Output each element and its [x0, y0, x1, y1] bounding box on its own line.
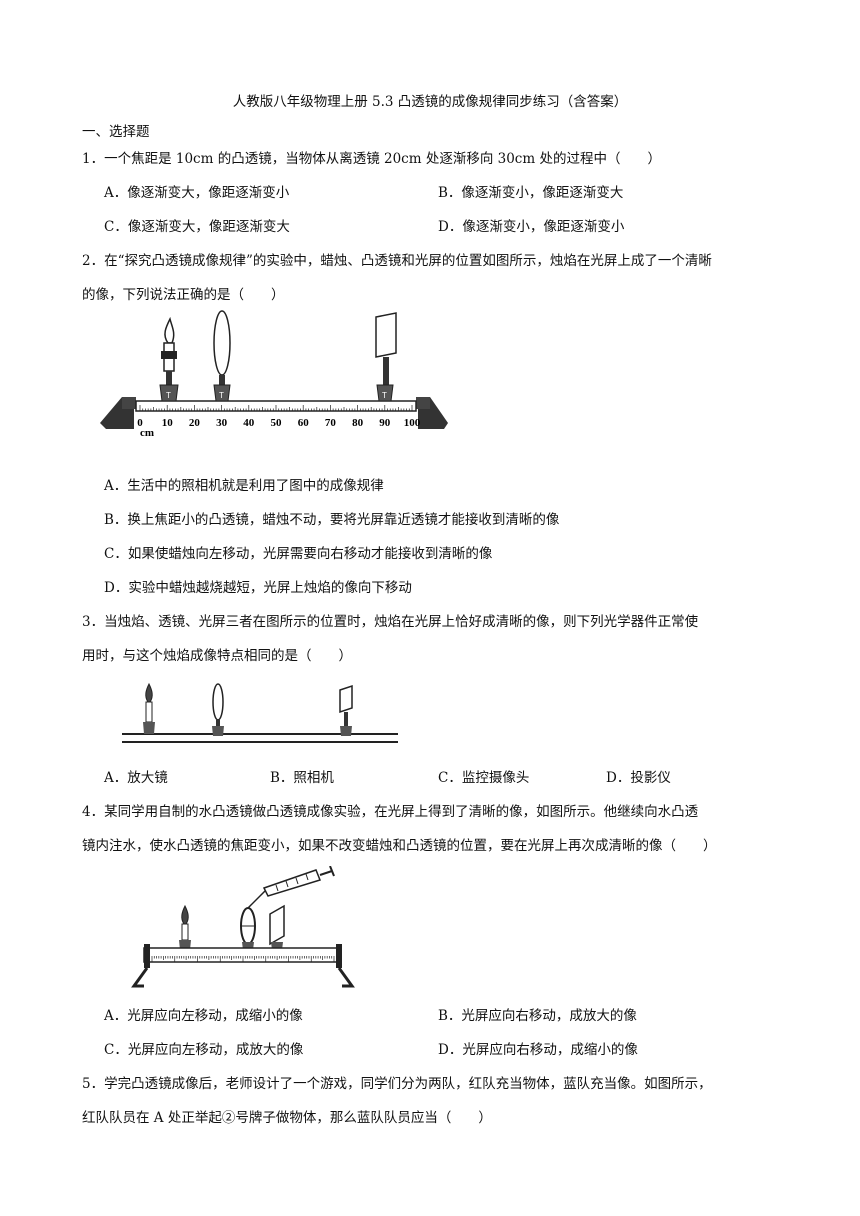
q5-stem-line2: 红队队员在 A 处正举起②号牌子做物体，那么蓝队队员应当（ ）	[82, 1110, 492, 1126]
q2-figure-svg: cm 0 10 20 30 40 50 60 70 80 90 100 T T	[100, 310, 448, 439]
ruler-label: 90	[379, 417, 391, 429]
q2-option-d: D．实验中蜡烛越烧越短，光屏上烛焰的像向下移动	[104, 580, 412, 596]
q3-option-b: B．照相机	[270, 770, 334, 786]
q4-option-c: C．光屏应向左移动，成放大的像	[104, 1042, 304, 1058]
q4-right-leg	[337, 967, 355, 988]
q4-ruler-ticks	[151, 956, 335, 962]
light-screen-icon: T	[375, 312, 397, 402]
convex-lens-icon: T	[213, 310, 231, 402]
q4-bench-rail	[143, 947, 341, 963]
q4-figure	[130, 866, 360, 992]
q4-option-b: B．光屏应向右移动，成放大的像	[438, 1008, 637, 1024]
q4-stem-line2: 镜内注水，使水凸透镜的焦距变小，如果不改变蜡烛和凸透镜的位置，要在光屏上再次成清…	[82, 838, 717, 854]
ruler-label: 60	[298, 417, 310, 429]
water-lens-icon	[240, 907, 256, 950]
q3-option-a: A．放大镜	[104, 770, 168, 786]
q2-stem-line1: 2．在“探究凸透镜成像规律”的实验中，蜡烛、凸透镜和光屏的位置如图所示，烛焰在光…	[82, 253, 712, 269]
convex-lens-icon	[212, 683, 224, 736]
light-screen-icon	[269, 904, 285, 950]
q4-option-d: D．光屏应向右移动，成缩小的像	[438, 1042, 638, 1058]
syringe-icon	[247, 866, 335, 909]
q2-option-c: C．如果使蜡烛向左移动，光屏需要向右移动才能接收到清晰的像	[104, 546, 493, 562]
ruler-label: 40	[243, 417, 255, 429]
q4-left-leg	[131, 967, 149, 988]
q4-stem-line1: 4．某同学用自制的水凸透镜做凸透镜成像实验，在光屏上得到了清晰的像，如图所示。他…	[82, 804, 699, 820]
svg-text:T: T	[219, 391, 224, 400]
q3-figure	[122, 680, 402, 750]
svg-text:T: T	[166, 391, 171, 400]
q3-option-d: D．投影仪	[606, 770, 671, 786]
bench-left-post	[122, 397, 136, 409]
q2-figure-optical-bench: cm 0 10 20 30 40 50 60 70 80 90 100 T T	[100, 305, 450, 445]
bench-right-post	[416, 397, 430, 409]
ruler-label: 100	[404, 417, 421, 429]
q2-option-b: B．换上焦距小的凸透镜，蜡烛不动，要将光屏靠近透镜才能接收到清晰的像	[104, 512, 560, 528]
q3-stem-line1: 3．当烛焰、透镜、光屏三者在图所示的位置时，烛焰在光屏上恰好成清晰的像，则下列光…	[82, 614, 699, 630]
ruler-label: 10	[162, 417, 174, 429]
q1-stem: 1．一个焦距是 10cm 的凸透镜，当物体从离透镜 20cm 处逐渐移向 30c…	[82, 151, 661, 167]
svg-text:T: T	[382, 391, 387, 400]
ruler-unit: cm	[140, 427, 154, 439]
ruler-label: 30	[216, 417, 228, 429]
q1-option-c: C．像逐渐变大，像距逐渐变大	[104, 219, 290, 235]
page-title: 人教版八年级物理上册 5.3 凸透镜的成像规律同步练习（含答案）	[232, 94, 628, 110]
ruler-label: 70	[325, 417, 337, 429]
q2-option-a: A．生活中的照相机就是利用了图中的成像规律	[104, 478, 384, 494]
ruler-ticks	[139, 405, 413, 411]
q2-stem-line2: 的像，下列说法正确的是（ ）	[82, 287, 285, 303]
q3-option-c: C．监控摄像头	[438, 770, 530, 786]
q5-stem-line1: 5．学完凸透镜成像后，老师设计了一个游戏，同学们分为两队，红队充当物体，蓝队充当…	[82, 1076, 712, 1092]
q4-option-a: A．光屏应向左移动，成缩小的像	[104, 1008, 303, 1024]
light-screen-icon	[339, 684, 353, 736]
q1-option-d: D．像逐渐变小，像距逐渐变小	[438, 219, 625, 235]
ruler-label: 20	[189, 417, 201, 429]
q1-option-a: A．像逐渐变大，像距逐渐变小	[104, 185, 290, 201]
q3-figure-svg	[122, 682, 398, 743]
candle-icon	[179, 904, 191, 950]
q1-option-b: B．像逐渐变小，像距逐渐变大	[438, 185, 624, 201]
q3-stem-line2: 用时，与这个烛焰成像特点相同的是（ ）	[82, 648, 352, 664]
candle-icon: T	[159, 316, 179, 402]
ruler-label: 80	[352, 417, 364, 429]
q4-figure-svg	[131, 866, 355, 988]
ruler-label: 50	[271, 417, 283, 429]
ruler-labels: 0 10 20 30 40 50 60 70 80 90 100	[137, 417, 421, 429]
ruler-label: 0	[137, 417, 143, 429]
candle-icon	[143, 682, 155, 734]
section-heading: 一、选择题	[82, 124, 150, 140]
